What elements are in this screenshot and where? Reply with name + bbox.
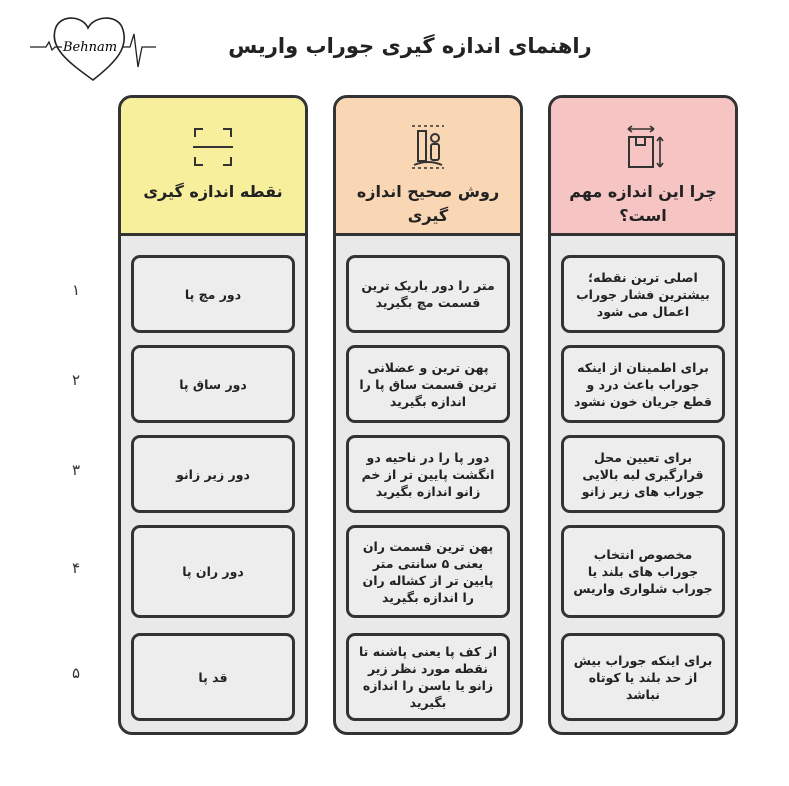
column-why: چرا این اندازه مهم است؟ اصلی ترین نقطه؛ … [548, 95, 738, 735]
row-number: ۵ [71, 664, 81, 682]
scan-frame-icon [193, 128, 233, 166]
cell-text: دور مچ پا [184, 286, 242, 302]
cell-text: اصلی ترین نقطه؛ بیشترین فشار جوراب اعمال… [576, 269, 710, 319]
cell-point-1: دور مچ پا [131, 255, 295, 333]
cell-text: متر را دور باریک ترین قسمت مچ بگیرید [361, 278, 495, 310]
column-header-method: روش صحیح اندازه گیری [336, 98, 520, 236]
cell-text: برای اینکه جوراب بیش از حد بلند یا کوتاه… [573, 652, 713, 702]
cell-text: مخصوص انتخاب جوراب های بلند یا جوراب شلو… [573, 547, 713, 596]
height-measure-icon [412, 125, 444, 169]
cell-text: دور ساق پا [179, 376, 247, 392]
row-number: ۲ [71, 371, 81, 389]
row-number: ۳ [71, 461, 81, 479]
cell-why-4: مخصوص انتخاب جوراب های بلند یا جوراب شلو… [561, 525, 725, 618]
cell-method-4: پهن ترین قسمت ران یعنی ۵ سانتی متر پایین… [346, 525, 510, 618]
cell-text: دور زیر زانو [176, 466, 250, 482]
cell-text: دور پا را در ناحیه دو انگشت پایین تر از … [361, 449, 495, 499]
column-header-why: چرا این اندازه مهم است؟ [551, 98, 735, 236]
column-header-point: نقطه اندازه گیری [121, 98, 305, 236]
page-title: راهنمای اندازه گیری جوراب واریس [228, 34, 592, 58]
cell-method-5: از کف پا یعنی پاشنه تا نقطه مورد نظر زیر… [346, 633, 510, 721]
column-header-label: چرا این اندازه مهم است؟ [569, 182, 717, 225]
column-method: روش صحیح اندازه گیری متر را دور باریک تر… [333, 95, 523, 735]
cell-point-5: قد پا [131, 633, 295, 721]
cell-point-3: دور زیر زانو [131, 435, 295, 513]
cell-text: پهن ترین و عضلانی ترین قسمت ساق پا را ان… [359, 359, 497, 409]
cell-text: پهن ترین قسمت ران یعنی ۵ سانتی متر پایین… [362, 538, 494, 605]
box-dimensions-icon [627, 125, 664, 168]
heart-ekg-logo: Behnam [30, 17, 156, 82]
cell-text: دور ران پا [182, 564, 244, 579]
cell-method-3: دور پا را در ناحیه دو انگشت پایین تر از … [346, 435, 510, 513]
row-number: ۴ [71, 558, 81, 577]
column-point: نقطه اندازه گیری دور مچ پا دور ساق پا دور … [118, 95, 308, 735]
cell-point-4: دور ران پا [131, 525, 295, 618]
cell-text: برای تعیین محل قرارگیری لبه بالایی جوراب… [581, 449, 705, 499]
row-number: ۱ [71, 281, 81, 299]
column-header-label: نقطه اندازه گیری [143, 182, 283, 201]
cell-method-1: متر را دور باریک ترین قسمت مچ بگیرید [346, 255, 510, 333]
cell-text: قد پا [198, 669, 228, 685]
cell-why-5: برای اینکه جوراب بیش از حد بلند یا کوتاه… [561, 633, 725, 721]
cell-text: از کف پا یعنی پاشنه تا نقطه مورد نظر زیر… [358, 644, 498, 710]
cell-why-3: برای تعیین محل قرارگیری لبه بالایی جوراب… [561, 435, 725, 513]
svg-text:Behnam: Behnam [62, 40, 117, 55]
cell-method-2: پهن ترین و عضلانی ترین قسمت ساق پا را ان… [346, 345, 510, 423]
cell-text: برای اطمینان از اینکه جوراب باعث درد و ق… [574, 359, 712, 409]
cell-why-1: اصلی ترین نقطه؛ بیشترین فشار جوراب اعمال… [561, 255, 725, 333]
cell-point-2: دور ساق پا [131, 345, 295, 423]
cell-why-2: برای اطمینان از اینکه جوراب باعث درد و ق… [561, 345, 725, 423]
column-header-label: روش صحیح اندازه گیری [356, 182, 500, 225]
